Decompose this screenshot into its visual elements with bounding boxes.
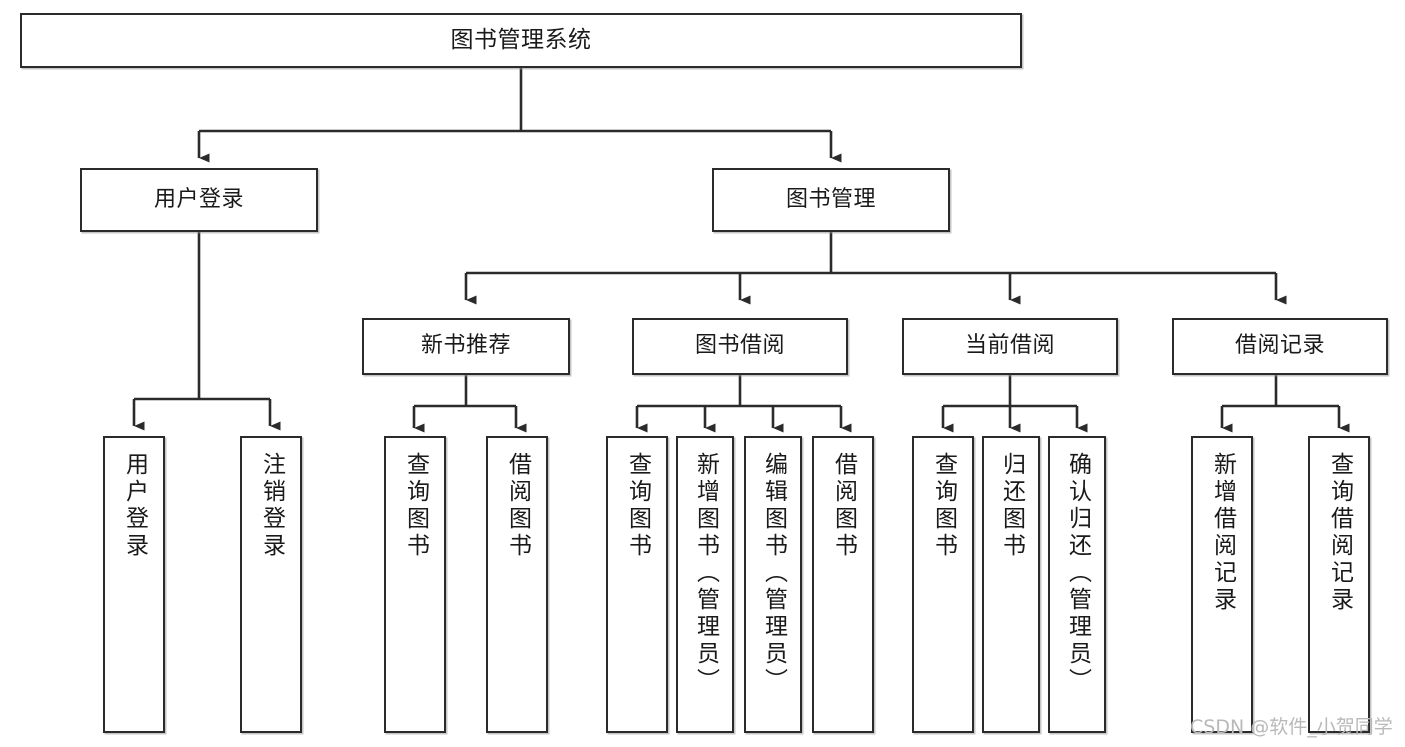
node-label: 查询图书 [624,452,651,560]
node-label: 编辑图书（管理员） [760,452,787,695]
node-leaf-add-book[interactable]: 新增图书（管理员） [676,436,734,733]
node-label: 查询图书 [930,452,957,560]
node-book-borrow[interactable]: 图书借阅 [632,318,848,375]
node-leaf-logout-login[interactable]: 注销登录 [240,436,302,733]
node-leaf-add-borrow-record[interactable]: 新增借阅记录 [1191,436,1253,733]
node-label: 图书管理系统 [450,26,592,53]
node-label: 查询图书 [402,452,429,560]
node-borrow-record[interactable]: 借阅记录 [1172,318,1388,375]
node-leaf-return-book[interactable]: 归还图书 [982,436,1040,733]
node-leaf-query-book-current[interactable]: 查询图书 [912,436,974,733]
node-label: 图书借阅 [694,333,785,359]
node-new-book-recommend[interactable]: 新书推荐 [362,318,570,375]
node-leaf-query-book-borrow[interactable]: 查询图书 [606,436,668,733]
node-root-book-management-system[interactable]: 图书管理系统 [20,13,1022,68]
node-leaf-borrow-book-recommend[interactable]: 借阅图书 [486,436,548,733]
node-label: 借阅记录 [1234,333,1325,359]
node-label: 新书推荐 [420,333,511,359]
node-label: 注销登录 [258,452,285,560]
node-book-management[interactable]: 图书管理 [712,168,950,232]
node-label: 查询借阅记录 [1326,452,1353,614]
node-leaf-user-login[interactable]: 用户登录 [103,436,165,733]
node-label: 图书管理 [785,186,876,212]
node-leaf-query-book-recommend[interactable]: 查询图书 [384,436,446,733]
node-label: 用户登录 [121,452,148,560]
node-label: 用户登录 [153,186,244,212]
node-label: 新增图书（管理员） [692,452,719,695]
node-label: 新增借阅记录 [1209,452,1236,614]
node-label: 借阅图书 [504,452,531,560]
node-leaf-edit-book[interactable]: 编辑图书（管理员） [744,436,802,733]
node-label: 借阅图书 [830,452,857,560]
node-leaf-borrow-book-borrow[interactable]: 借阅图书 [812,436,874,733]
node-leaf-query-borrow-record[interactable]: 查询借阅记录 [1308,436,1370,733]
node-user-login[interactable]: 用户登录 [80,168,318,232]
node-current-borrow[interactable]: 当前借阅 [902,318,1118,375]
node-leaf-confirm-return[interactable]: 确认归还（管理员） [1048,436,1106,733]
node-label: 当前借阅 [964,333,1055,359]
node-label: 归还图书 [998,452,1025,560]
node-label: 确认归还（管理员） [1064,452,1091,695]
